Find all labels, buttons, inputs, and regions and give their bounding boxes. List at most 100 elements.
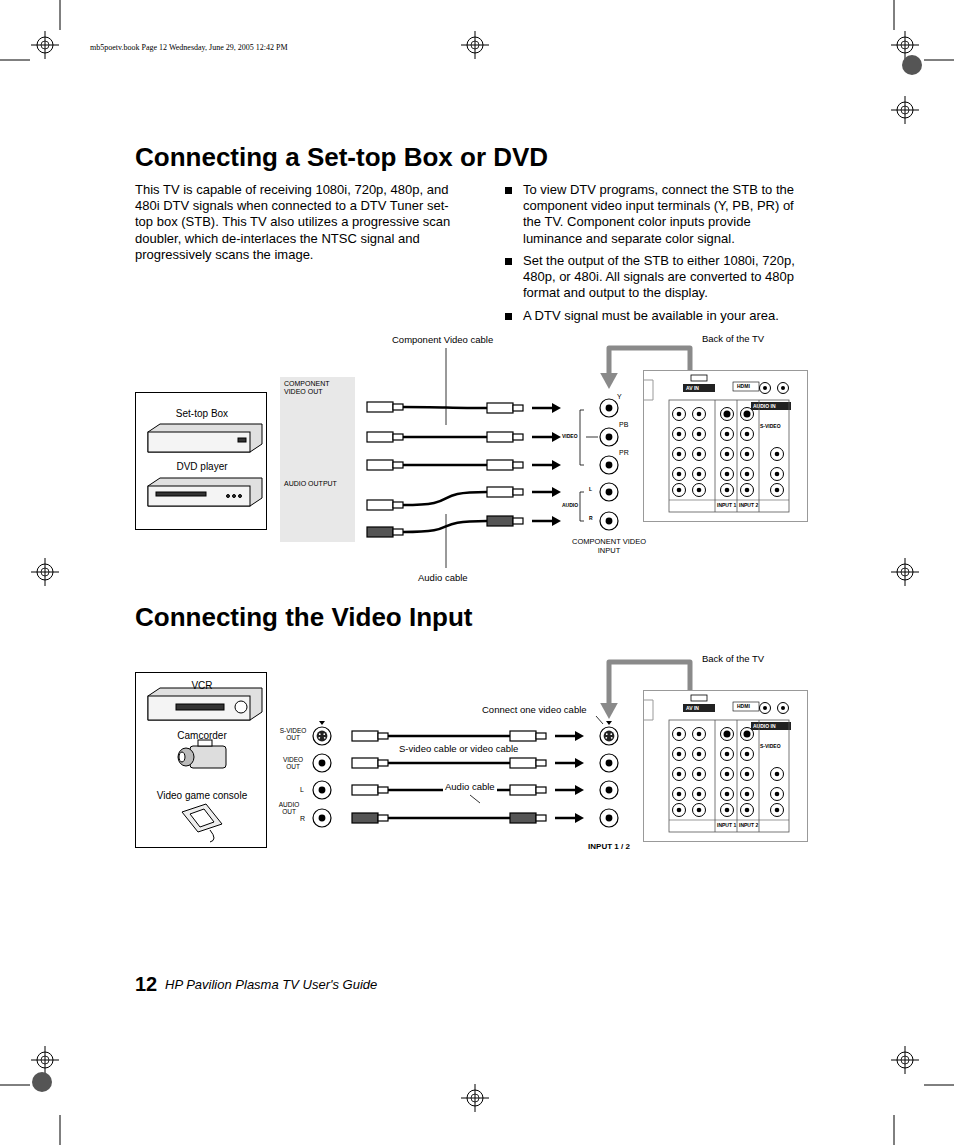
bullet-square <box>505 313 512 320</box>
drawing <box>721 804 734 817</box>
plug-tip <box>513 462 523 468</box>
node-text: Video game console <box>136 790 268 802</box>
drawing <box>693 428 706 441</box>
label: INPUT 1 <box>717 503 736 508</box>
plug-tip <box>393 404 403 410</box>
plug <box>352 731 378 741</box>
drawing <box>760 383 771 394</box>
plug <box>510 813 536 823</box>
cable <box>352 731 584 768</box>
label: This TV is capable of receiving 1080i, 7… <box>135 182 453 263</box>
label: S-VIDEO <box>760 744 781 749</box>
plug-tip <box>536 815 546 821</box>
cable-wire <box>403 436 487 439</box>
jack <box>319 815 326 822</box>
jack <box>600 727 618 745</box>
label: Audio cable <box>416 572 470 584</box>
drawing <box>775 792 780 797</box>
plug-tip <box>378 760 388 766</box>
drawing <box>673 788 686 801</box>
drawing <box>724 411 731 418</box>
cable-wire <box>403 407 487 408</box>
drawing <box>683 384 715 392</box>
label: A DTV signal must be available in your a… <box>523 308 813 324</box>
jack <box>606 405 613 412</box>
drawing <box>693 448 706 461</box>
leader-line <box>470 795 480 803</box>
node-text: Set-top Box <box>136 408 268 420</box>
label: VIDEO <box>562 434 578 439</box>
drawing <box>673 728 686 741</box>
jack-pin <box>610 733 612 735</box>
cable <box>367 487 561 537</box>
label: mb5poetv.book Page 12 Wednesday, June 29… <box>90 43 288 53</box>
node-text: VCR <box>136 680 268 692</box>
drawing <box>555 789 577 792</box>
plug-tip <box>378 787 388 793</box>
marker <box>319 721 325 725</box>
cable-wire <box>403 464 487 467</box>
drawing <box>741 428 754 441</box>
arrowhead <box>575 758 584 768</box>
drawing <box>677 452 682 457</box>
drawing <box>721 748 734 761</box>
jack-pin <box>319 733 321 735</box>
node-text: Camcorder <box>136 730 268 742</box>
camcorder <box>178 740 226 768</box>
drawing <box>751 722 791 730</box>
node-text: COMPONENT VIDEO OUT <box>284 380 344 396</box>
drawing <box>775 488 780 493</box>
device-box: VCR CamcorderVideo game console <box>135 672 267 848</box>
drawing <box>759 400 760 512</box>
plug-tip <box>378 815 388 821</box>
drawing <box>721 728 734 741</box>
label: L <box>589 487 592 492</box>
drawing <box>745 792 750 797</box>
drawing <box>609 348 690 376</box>
drawing <box>741 748 754 761</box>
plug-tip <box>378 733 388 739</box>
drawing <box>669 400 789 512</box>
drawing <box>733 382 759 391</box>
node-text: Back of the TV <box>702 654 802 665</box>
drawing <box>721 408 734 421</box>
drawing <box>697 772 702 777</box>
device-box: Set-top BoxDVD player <box>135 392 267 530</box>
drawing <box>715 400 716 512</box>
drawing <box>532 491 554 494</box>
drawing <box>669 720 789 832</box>
drawing <box>580 410 584 465</box>
drawing <box>751 402 791 410</box>
drawing <box>745 472 750 477</box>
label: S-VIDEO <box>760 424 781 429</box>
drawing <box>693 768 706 781</box>
drawing <box>745 808 750 813</box>
label: HDMI <box>737 384 750 389</box>
drawing <box>677 792 682 797</box>
marker <box>606 721 612 725</box>
drawing <box>721 484 734 497</box>
drawing <box>693 788 706 801</box>
drawing <box>725 452 730 457</box>
input-panel: INPUT 1 / 2 <box>585 720 633 860</box>
drawing <box>677 412 682 417</box>
arrowhead <box>552 460 561 470</box>
drawing <box>683 704 715 712</box>
leader-line <box>446 514 447 568</box>
drawing <box>775 472 780 477</box>
plug-tip <box>513 518 523 524</box>
jack <box>313 781 331 799</box>
plug-tip <box>513 434 523 440</box>
drawing <box>781 386 785 390</box>
cable-wire <box>388 817 510 820</box>
label: R <box>300 815 305 822</box>
label: AV IN <box>686 706 699 711</box>
drawing <box>741 804 754 817</box>
plug <box>367 432 393 442</box>
drawing <box>721 788 734 801</box>
plug-tip <box>513 489 523 495</box>
drawing <box>669 820 789 821</box>
drawing <box>697 472 702 477</box>
tv-back-panel <box>643 695 791 832</box>
jack <box>317 731 328 742</box>
